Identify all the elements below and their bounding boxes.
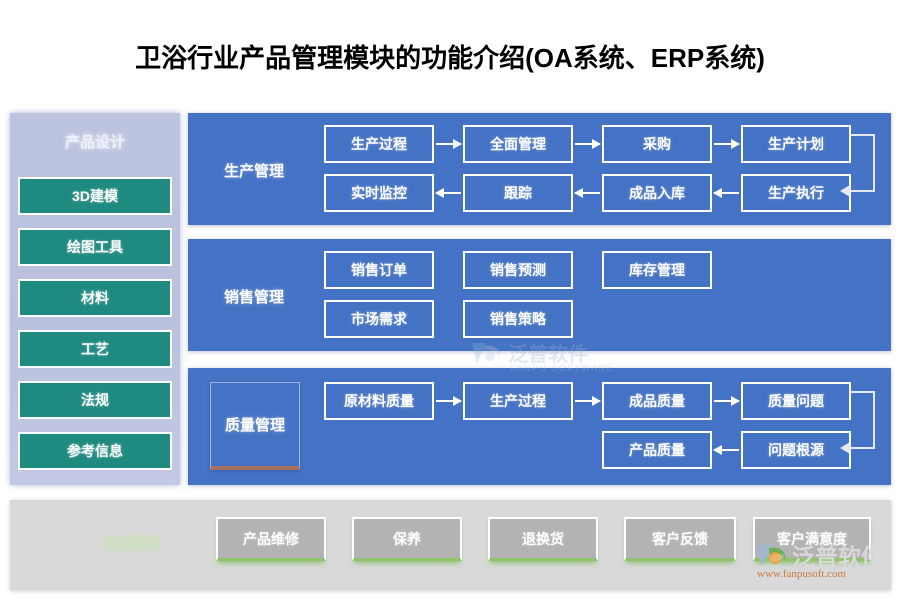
node-production-process[interactable]: 生产过程 [324, 125, 434, 163]
sidebar-title: 产品设计 [64, 134, 125, 151]
product-design-sidebar: 产品设计 3D建模 绘图工具 材料 工艺 法规 参考信息 [10, 113, 180, 485]
arrow-production-process-to-finished-quality [575, 396, 601, 406]
arrow-production-process-to-overall-management [436, 139, 462, 149]
bottom-item-customer-feedback[interactable]: 客户反馈 [624, 517, 736, 561]
arrow-loop-quality-issue-to-root-cause [840, 391, 875, 454]
node-raw-material-quality[interactable]: 原材料质量 [324, 382, 434, 420]
quality-management-panel: 质量管理 原材料质量 生产过程 成品质量 质量问题 产品质量 问题根源 [188, 368, 891, 485]
node-issue-root-cause[interactable]: 问题根源 [741, 431, 851, 469]
node-sales-order[interactable]: 销售订单 [324, 251, 434, 289]
node-overall-management[interactable]: 全面管理 [463, 125, 573, 163]
arrow-loop-production-plan-to-execution [840, 134, 875, 197]
after-sales-service-label: 售后服务 [101, 535, 162, 552]
node-procurement[interactable]: 采购 [602, 125, 712, 163]
arrow-finished-quality-to-quality-issue [714, 396, 740, 406]
arrow-overall-management-to-procurement [575, 139, 601, 149]
node-realtime-monitoring[interactable]: 实时监控 [324, 174, 434, 212]
quality-management-label: 质量管理 [210, 382, 300, 470]
node-quality-issue[interactable]: 质量问题 [741, 382, 851, 420]
arrow-production-execution-to-finished-goods-inbound [713, 188, 739, 198]
bottom-item-maintenance[interactable]: 保养 [352, 517, 462, 561]
sidebar-item-materials[interactable]: 材料 [18, 279, 172, 317]
sidebar-item-reference-info[interactable]: 参考信息 [18, 432, 172, 470]
sidebar-item-drawing-tools[interactable]: 绘图工具 [18, 228, 172, 266]
arrow-tracking-to-realtime-monitoring [435, 188, 461, 198]
after-sales-service-bar: 售后服务 产品维修 保养 退换货 客户反馈 客户满意度 [10, 500, 891, 590]
node-finished-goods-inbound[interactable]: 成品入库 [602, 174, 712, 212]
node-quality-production-process[interactable]: 生产过程 [463, 382, 573, 420]
node-sales-strategy[interactable]: 销售策略 [463, 300, 573, 338]
node-product-quality[interactable]: 产品质量 [602, 431, 712, 469]
arrow-procurement-to-production-plan [714, 139, 740, 149]
production-management-label: 生产管理 [223, 162, 284, 180]
bottom-item-returns-exchanges[interactable]: 退换货 [488, 517, 598, 561]
sales-management-panel: 销售管理 销售订单 销售预测 库存管理 市场需求 销售策略 [188, 239, 891, 351]
arrow-raw-material-to-production-process [436, 396, 462, 406]
node-inventory-management[interactable]: 库存管理 [602, 251, 712, 289]
sidebar-item-regulations[interactable]: 法规 [18, 381, 172, 419]
arrow-issue-root-cause-to-product-quality [713, 445, 739, 455]
node-production-execution[interactable]: 生产执行 [741, 174, 851, 212]
node-market-demand[interactable]: 市场需求 [324, 300, 434, 338]
page-title: 卫浴行业产品管理模块的功能介绍(OA系统、ERP系统) [135, 43, 765, 73]
production-management-panel: 生产管理 生产过程 全面管理 采购 生产计划 实时监控 跟踪 成品入库 生产执行 [188, 113, 891, 225]
bottom-item-product-repair[interactable]: 产品维修 [216, 517, 326, 561]
bottom-item-customer-satisfaction[interactable]: 客户满意度 [753, 517, 871, 561]
node-tracking[interactable]: 跟踪 [463, 174, 573, 212]
node-finished-product-quality[interactable]: 成品质量 [602, 382, 712, 420]
sales-management-label: 销售管理 [223, 288, 284, 306]
sidebar-item-3d-modeling[interactable]: 3D建模 [18, 177, 172, 215]
sidebar-item-craft[interactable]: 工艺 [18, 330, 172, 368]
arrow-finished-goods-inbound-to-tracking [574, 188, 600, 198]
node-sales-forecast[interactable]: 销售预测 [463, 251, 573, 289]
node-production-plan[interactable]: 生产计划 [741, 125, 851, 163]
